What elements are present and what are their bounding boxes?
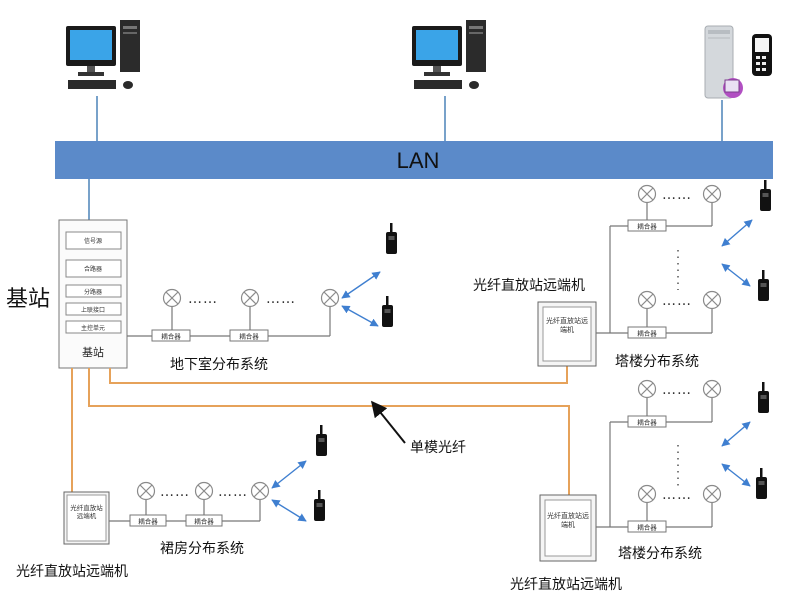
- podium-system: 耦合器 耦合器 …… ……: [109, 481, 270, 527]
- radio-icon: [314, 490, 325, 521]
- module-2-label: 合路器: [84, 265, 102, 273]
- radio-icon: [756, 468, 767, 499]
- workstation-2-icon: [412, 20, 486, 89]
- fiber-pointer-arrow: [370, 400, 406, 444]
- podium-system-label: 裙房分布系统: [160, 541, 244, 557]
- module-5-label: 主控单元: [81, 324, 105, 332]
- antenna-icon: [637, 184, 657, 204]
- radio-icon: [382, 296, 393, 327]
- lan-bus: [55, 141, 773, 179]
- tower-system-upper: 耦合器 …… 耦合器 ……: [596, 184, 722, 339]
- wireless-link-arrow: [721, 263, 751, 287]
- remote-unit-upper-text: 光纤直放站远端机: [546, 317, 588, 334]
- antenna-icon: [240, 288, 260, 308]
- antenna-icon: [702, 184, 722, 204]
- wireless-link-arrow: [271, 460, 307, 489]
- server-phone-icon: [704, 25, 772, 99]
- antenna-icon: [637, 484, 657, 504]
- antenna-icon: [320, 288, 340, 308]
- antenna-icon: [250, 481, 270, 501]
- wireless-link-arrow: [721, 421, 751, 447]
- tower-system-upper-label: 塔楼分布系统: [615, 354, 699, 370]
- coupler-basement-1: 耦合器: [161, 332, 181, 341]
- remote-unit-podium-caption: 光纤直放站远端机: [16, 563, 128, 580]
- base-station-title: 基站: [6, 287, 50, 312]
- antenna-icon: [194, 481, 214, 501]
- dots-6: ……: [218, 484, 248, 500]
- coupler-tower-lower-2: 耦合器: [637, 418, 657, 427]
- dots-8: ……: [662, 382, 692, 398]
- radio-icon: [760, 180, 771, 211]
- remote-unit-upper-caption: 光纤直放站远端机: [473, 277, 585, 294]
- base-station-inner-label: 基站: [82, 345, 104, 359]
- module-3-label: 分路器: [84, 288, 102, 296]
- tower-system-lower: 耦合器 …… 耦合器 ……: [596, 379, 722, 533]
- antenna-icon: [702, 379, 722, 399]
- remote-unit-upper: 光纤直放站远端机: [537, 301, 597, 367]
- remote-unit-podium: 光纤直放站远端机: [63, 491, 110, 545]
- fiber-label: 单模光纤: [410, 440, 466, 456]
- dots-5: ……: [160, 484, 190, 500]
- dots-2: ……: [266, 291, 296, 307]
- coupler-podium-1: 耦合器: [138, 517, 158, 526]
- tower-system-lower-label: 塔楼分布系统: [618, 546, 702, 562]
- wireless-link-arrow: [341, 271, 381, 299]
- wireless-link-arrow: [721, 219, 753, 247]
- remote-unit-lower-text: 光纤直放站远端机: [547, 512, 589, 529]
- antenna-icon: [162, 288, 182, 308]
- antenna-icon: [702, 484, 722, 504]
- wireless-link-arrow: [341, 305, 379, 327]
- antenna-icon: [702, 290, 722, 310]
- dots-7: ……: [662, 487, 692, 503]
- coupler-podium-2: 耦合器: [194, 517, 214, 526]
- coupler-tower-upper-1: 耦合器: [637, 329, 657, 338]
- basement-system: 耦合器 耦合器 …… ……: [127, 288, 340, 342]
- dots-3: ……: [662, 293, 692, 309]
- antenna-icon: [637, 290, 657, 310]
- workstation-1-icon: [66, 20, 140, 89]
- wireless-link-arrow: [271, 499, 307, 522]
- radio-icon: [316, 425, 327, 456]
- coupler-basement-2: 耦合器: [239, 332, 259, 341]
- antenna-icon: [136, 481, 156, 501]
- radio-icon: [386, 223, 397, 254]
- remote-unit-podium-text: 光纤直放站远端机: [70, 504, 103, 520]
- fiber-lines: [71, 365, 570, 495]
- antenna-icon: [637, 379, 657, 399]
- remote-unit-lower: 光纤直放站远端机: [539, 494, 597, 562]
- base-station-rack: 信号源 合路器 分路器 上联接口 主控单元 基站: [58, 219, 128, 369]
- dots-4: ……: [662, 187, 692, 203]
- dots-1: ……: [188, 291, 218, 307]
- remote-unit-lower-caption: 光纤直放站远端机: [510, 576, 622, 593]
- lan-label: LAN: [397, 148, 440, 173]
- radio-icon: [758, 382, 769, 413]
- coupler-tower-lower-1: 耦合器: [637, 523, 657, 532]
- module-4-label: 上联接口: [81, 306, 105, 314]
- basement-system-label: 地下室分布系统: [170, 356, 268, 373]
- coupler-tower-upper-2: 耦合器: [637, 222, 657, 231]
- radio-icon: [758, 270, 769, 301]
- module-1-label: 信号源: [84, 237, 102, 245]
- wireless-link-arrow: [721, 463, 751, 487]
